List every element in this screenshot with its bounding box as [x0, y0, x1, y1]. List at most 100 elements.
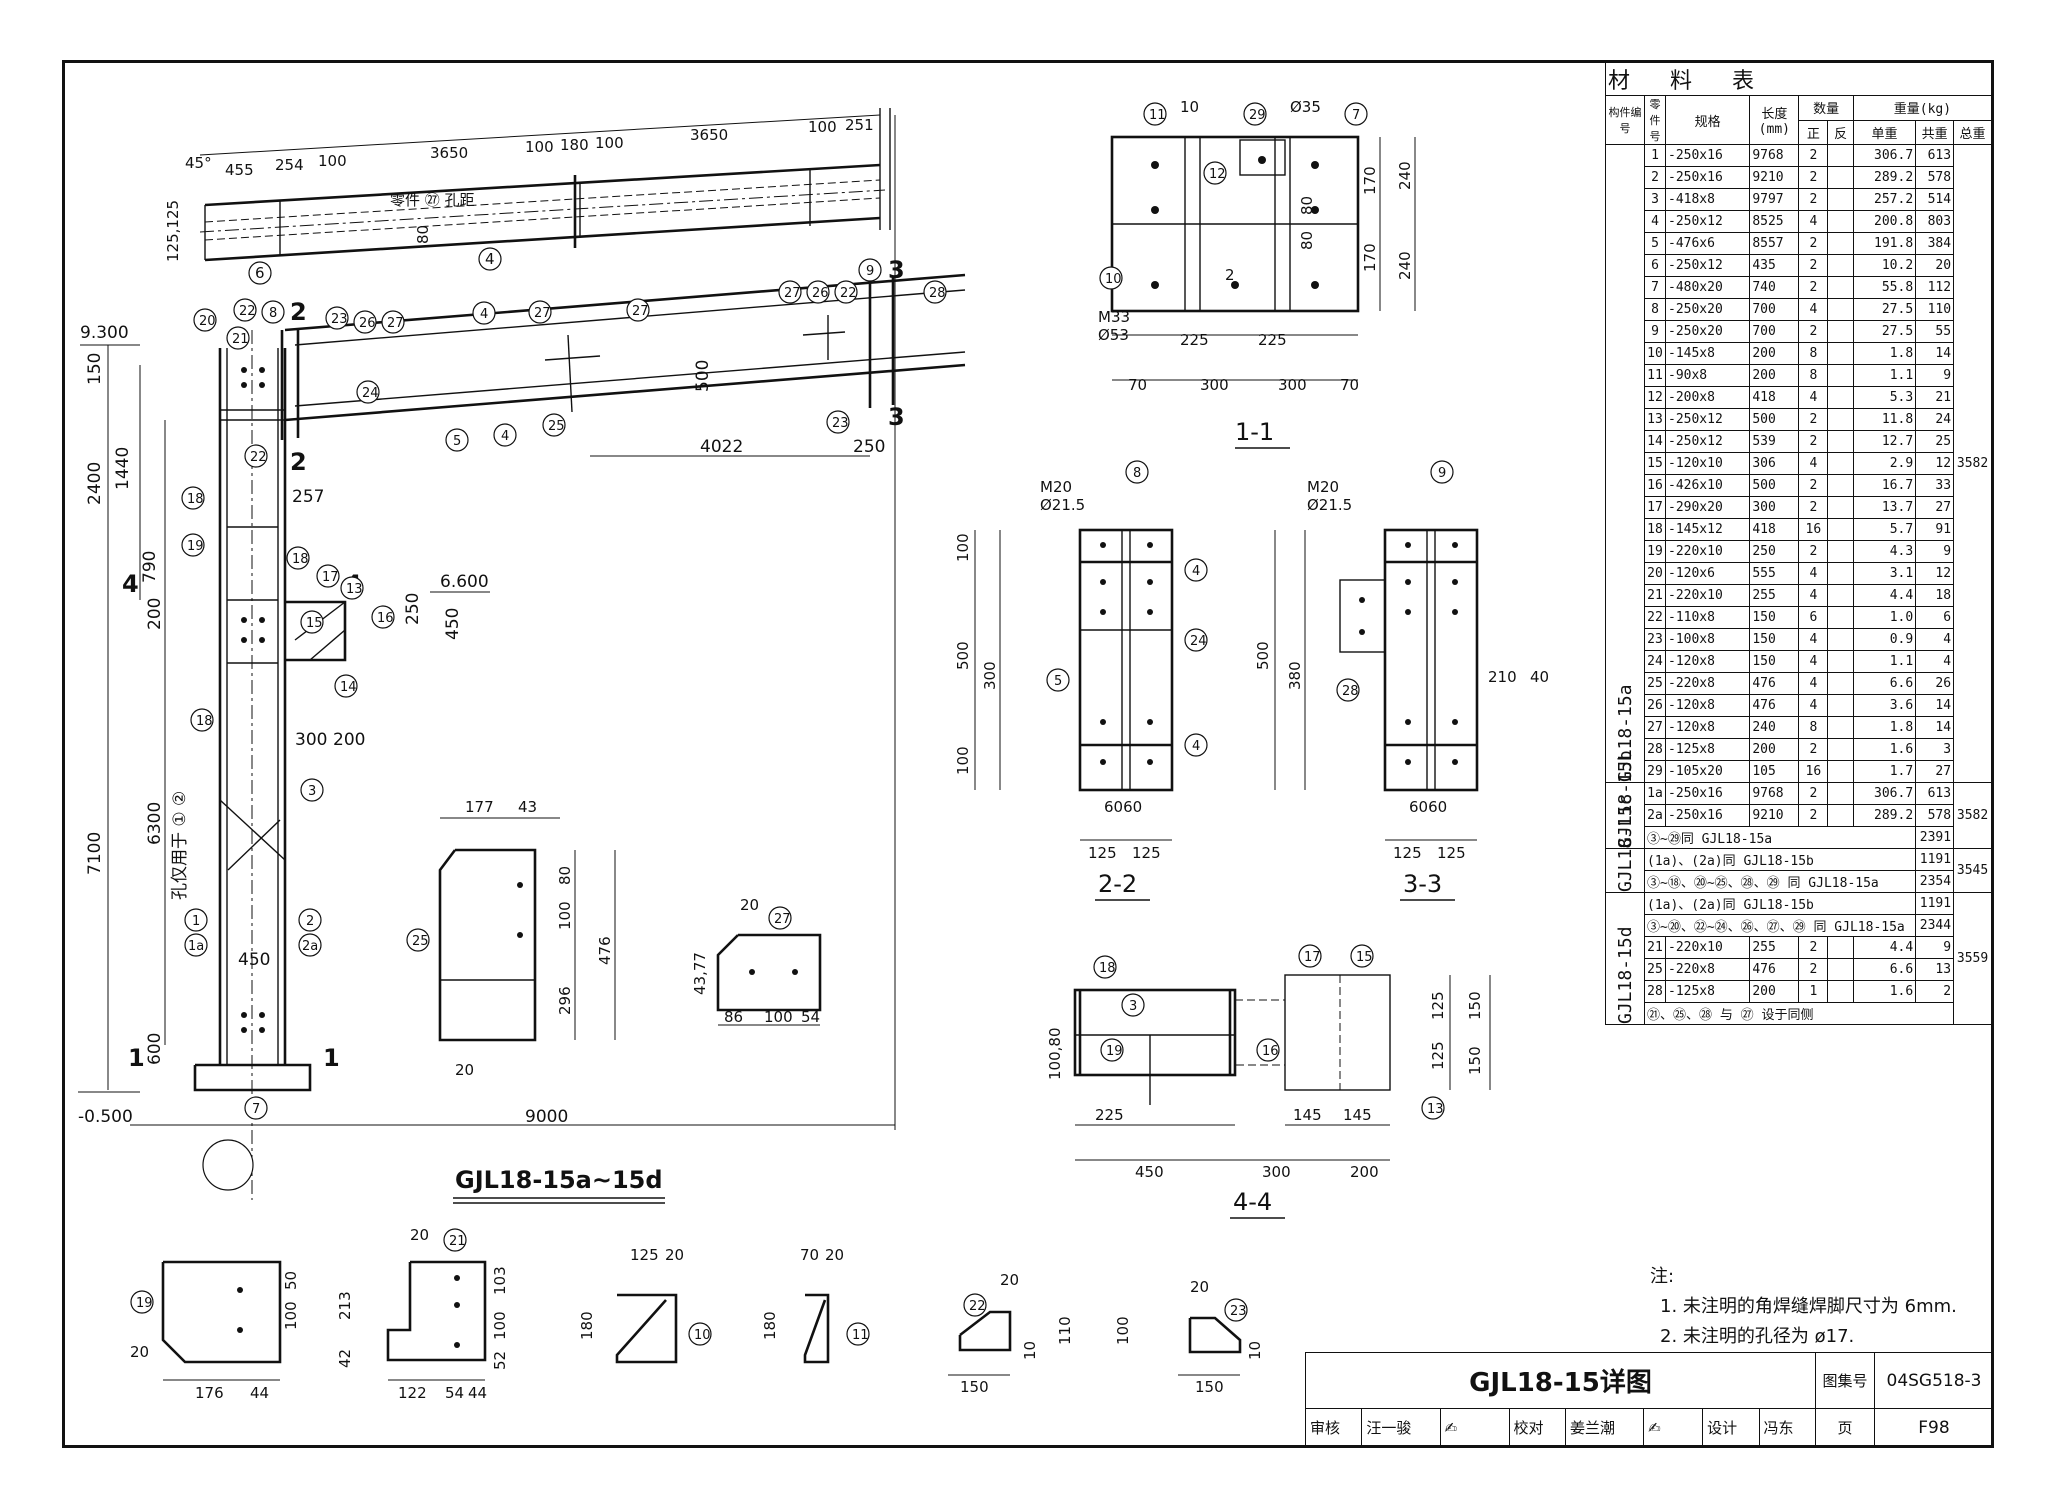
table-cell: -145x8 — [1664, 342, 1751, 365]
hdr-qty-pos: 正 — [1798, 119, 1829, 145]
drawing-sheet — [62, 60, 1994, 1448]
table-cell: 5.7 — [1852, 518, 1917, 541]
table-cell: 555 — [1749, 562, 1800, 585]
table-cell: 8 — [1644, 298, 1666, 321]
s22-125a: 125 — [1088, 844, 1117, 862]
material-table: 材料表 构件编号 零件号 规格 长度(mm) 数量 重量(kg) 正 反 单重 … — [1605, 62, 1993, 1025]
table-cell: 26 — [1915, 672, 1955, 695]
table-cell: 27 — [1915, 760, 1955, 783]
table-cell: 110 — [1915, 298, 1955, 321]
svg-text:2: 2 — [306, 914, 314, 929]
s11-80a: 80 — [1298, 196, 1316, 215]
table-cell: 2 — [1798, 738, 1829, 761]
table-cell: 4.4 — [1852, 936, 1917, 959]
table-cell — [1827, 452, 1854, 475]
title-block: GJL18-15详图 图集号 04SG518-3 审核 汪一骏 ✍ 校对 姜兰潮… — [1304, 1352, 1994, 1447]
table-cell: 4 — [1915, 628, 1955, 651]
table-cell: 18 — [1644, 518, 1666, 541]
table-cell: -480x20 — [1664, 276, 1751, 299]
table-cell: 2 — [1798, 958, 1829, 981]
note-2: 2. 未注明的孔径为 ø17. — [1660, 1326, 1855, 1347]
design-label: 设计 — [1702, 1408, 1760, 1447]
dim-100d: 100 — [808, 118, 837, 136]
table-cell — [1827, 694, 1854, 717]
rafter-plan-view: 455 254 100 3650 100 180 100 3650 100 25… — [164, 108, 891, 285]
svg-text:26: 26 — [812, 286, 829, 301]
p21-103: 103 — [491, 1266, 509, 1295]
dim-200: 200 — [145, 598, 165, 630]
p19-20: 20 — [130, 1343, 149, 1361]
table-cell: 23 — [1644, 628, 1666, 651]
table-cell: 17 — [1644, 496, 1666, 519]
elev-9300: 9.300 — [80, 323, 129, 343]
s11-d53: Ø53 — [1098, 326, 1129, 344]
table-cell: 14 — [1915, 716, 1955, 739]
svg-text:3: 3 — [888, 256, 905, 284]
svg-text:25: 25 — [412, 934, 429, 949]
check-label: 校对 — [1508, 1408, 1566, 1447]
table-cell — [1827, 936, 1854, 959]
table-cell: 1.8 — [1852, 342, 1917, 365]
p19-50: 50 — [282, 1271, 300, 1290]
svg-text:1: 1 — [323, 1044, 340, 1072]
p22-20: 20 — [1000, 1271, 1019, 1289]
svg-text:8: 8 — [1133, 466, 1141, 481]
table-cell: 289.2 — [1852, 804, 1917, 827]
table-cell: 306.7 — [1852, 782, 1917, 805]
table-cell: 11 — [1644, 364, 1666, 387]
table-cell: 2 — [1798, 408, 1829, 431]
part-21-detail: 21 122 54 44 213 42 103 100 52 20 — [336, 1226, 509, 1402]
svg-text:18: 18 — [292, 552, 309, 567]
table-cell: 476 — [1749, 958, 1800, 981]
s22-100a: 100 — [954, 533, 972, 562]
table-cell: 3.6 — [1852, 694, 1917, 717]
table-cell — [1827, 540, 1854, 563]
group-note: ③~⑳、㉒~㉔、㉖、㉗、㉙ 同 GJL18-15a — [1643, 914, 1917, 937]
svg-text:27: 27 — [387, 316, 404, 331]
svg-text:2a: 2a — [302, 939, 318, 954]
svg-text:11: 11 — [852, 1328, 869, 1343]
svg-text:29: 29 — [1249, 108, 1266, 123]
table-cell: 6 — [1798, 606, 1829, 629]
table-cell: -290x20 — [1664, 496, 1751, 519]
table-cell: 2 — [1798, 430, 1829, 453]
table-cell: 2 — [1915, 980, 1955, 1003]
table-cell — [1827, 738, 1854, 761]
table-cell: 16 — [1644, 474, 1666, 497]
table-cell: -120x10 — [1664, 452, 1751, 475]
svg-text:28: 28 — [929, 286, 946, 301]
table-cell: 9210 — [1749, 166, 1800, 189]
table-cell: 6 — [1644, 254, 1666, 277]
svg-text:28: 28 — [1342, 684, 1359, 699]
table-cell: -120x8 — [1664, 650, 1751, 673]
table-cell: 435 — [1749, 254, 1800, 277]
table-cell: 2 — [1798, 782, 1829, 805]
table-cell — [1827, 474, 1854, 497]
s11-80b: 80 — [1298, 231, 1316, 250]
hdr-member-id: 构件编号 — [1605, 95, 1645, 145]
table-cell: 91 — [1915, 518, 1955, 541]
table-cell: 24 — [1915, 408, 1955, 431]
table-cell: 4 — [1798, 650, 1829, 673]
svg-text:4: 4 — [1192, 739, 1200, 754]
p23-10: 10 — [1246, 1341, 1264, 1360]
svg-text:3: 3 — [888, 403, 905, 431]
member-id: GJL18-15d — [1605, 892, 1645, 1025]
group-note-weight: 2391 — [1915, 826, 1955, 849]
s11-225a: 225 — [1180, 331, 1209, 349]
dim-2400: 2400 — [85, 462, 105, 505]
table-cell: 10 — [1644, 342, 1666, 365]
notes-heading: 注: — [1650, 1266, 1675, 1287]
table-cell: 12 — [1915, 452, 1955, 475]
table-cell: 200 — [1749, 342, 1800, 365]
